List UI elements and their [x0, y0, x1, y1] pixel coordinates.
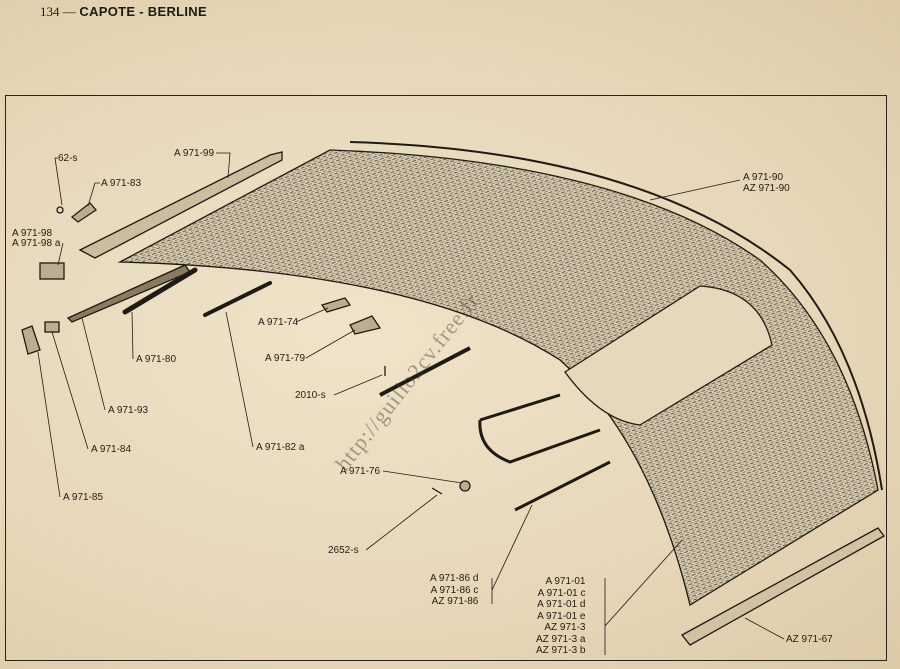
rear-frame [478, 393, 611, 512]
label-a971-79: A 971-79 [265, 353, 306, 364]
rear-rail [681, 527, 885, 646]
label-2010-s: 2010-s [295, 390, 326, 401]
part-a971-76 [459, 480, 471, 492]
label-a971-76: A 971-76 [340, 466, 381, 477]
label-a971-86c: A 971-86 c [430, 584, 479, 596]
label-a971-74: A 971-74 [258, 317, 299, 328]
bar-a971-93 [66, 264, 192, 323]
label-az971-3: AZ 971-3 [544, 622, 586, 633]
part-a971-74 [320, 297, 352, 313]
bar-2010 [379, 346, 471, 397]
part-a971-98 [39, 262, 65, 280]
front-rail [78, 151, 283, 259]
label-a971-82a: A 971-82 a [256, 442, 305, 453]
label-a971-85: A 971-85 [63, 492, 104, 503]
label-a971-93: A 971-93 [108, 405, 149, 416]
label-a971-90: A 971-90 [743, 172, 784, 183]
label-a971-98a: A 971-98 a [12, 238, 61, 249]
part-a971-83 [70, 202, 97, 223]
label-a971-98: A 971-98 [12, 228, 53, 239]
part-a971-85 [21, 325, 41, 355]
label-az971-3b: AZ 971-3 b [536, 645, 586, 656]
label-a971-80: A 971-80 [136, 354, 177, 365]
edge-cable [349, 141, 883, 491]
part-a971-79 [349, 315, 382, 335]
label-a971-01e: A 971-01 e [537, 610, 586, 622]
label-a971-83: A 971-83 [101, 178, 142, 189]
bar-a971-80 [122, 267, 198, 315]
page-title: CAPOTE - BERLINE [79, 4, 207, 19]
label-group-a971-01: A 971-01 A 971-01 c A 971-01 d A 971-01 … [536, 576, 585, 657]
label-a971-86d: A 971-86 d [430, 573, 479, 584]
label-az971-67: AZ 971-67 [786, 634, 833, 645]
label-az971-90: AZ 971-90 [743, 183, 790, 194]
page-number: 134 — [40, 4, 76, 19]
label-a971-01d: A 971-01 d [537, 599, 586, 610]
label-group-a971-86: A 971-86 d A 971-86 c AZ 971-86 [430, 573, 478, 608]
label-a971-01: A 971-01 [545, 576, 586, 587]
canvas-roof-panel [117, 149, 879, 607]
rear-window [564, 285, 773, 426]
part-62-s [56, 206, 64, 214]
leader-lines [37, 152, 785, 655]
label-a971-01c: A 971-01 c [537, 587, 586, 599]
label-a971-84: A 971-84 [91, 444, 132, 455]
part-2652-s [431, 487, 443, 495]
label-62-s: 62-s [58, 153, 78, 164]
diagram-frame [5, 95, 887, 661]
label-az971-3a: AZ 971-3 a [536, 633, 586, 645]
label-2652-s: 2652-s [328, 545, 359, 556]
label-a971-99: A 971-99 [174, 148, 215, 159]
label-az971-86: AZ 971-86 [431, 596, 479, 607]
part-a971-84 [44, 321, 60, 333]
bar-a971-82a [203, 281, 272, 317]
page-header: 134 — CAPOTE - BERLINE [40, 4, 207, 20]
